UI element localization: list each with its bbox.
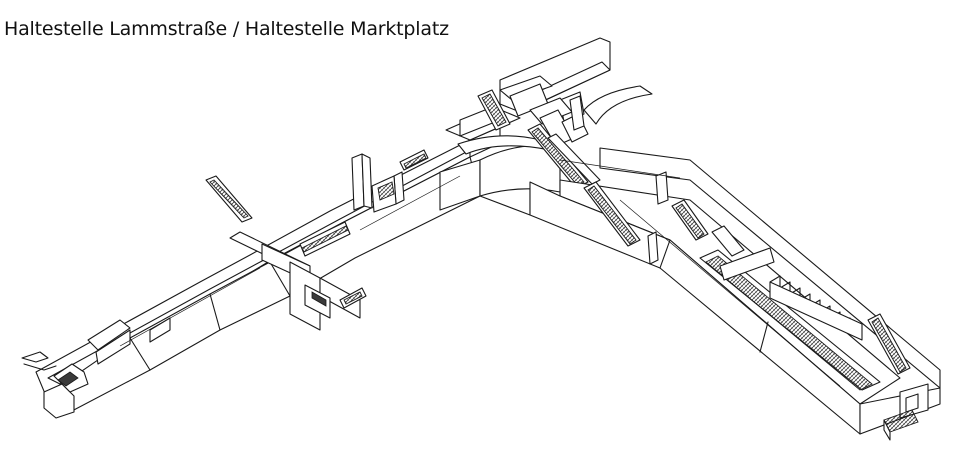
- escalator-center: [399, 149, 429, 171]
- escalator-junction-south: [527, 123, 601, 189]
- platform-track: [699, 247, 881, 391]
- escalator-east-end: [867, 313, 911, 375]
- east-end-entrance: [883, 383, 929, 441]
- south-east-pillars: [647, 171, 669, 265]
- detail-lines: [119, 159, 841, 387]
- west-end-stair: [21, 351, 89, 419]
- page-title: Haltestelle Lammstraße / Haltestelle Mar…: [4, 18, 449, 40]
- escalators-south-east: [583, 181, 745, 257]
- crenellated-wall: [769, 275, 863, 341]
- escalator-north-west: [205, 175, 253, 223]
- cross-passage-lammstrasse: [229, 231, 367, 331]
- central-junction: [445, 37, 653, 197]
- vent-shaft: [351, 153, 405, 213]
- west-platform-details: [87, 221, 351, 365]
